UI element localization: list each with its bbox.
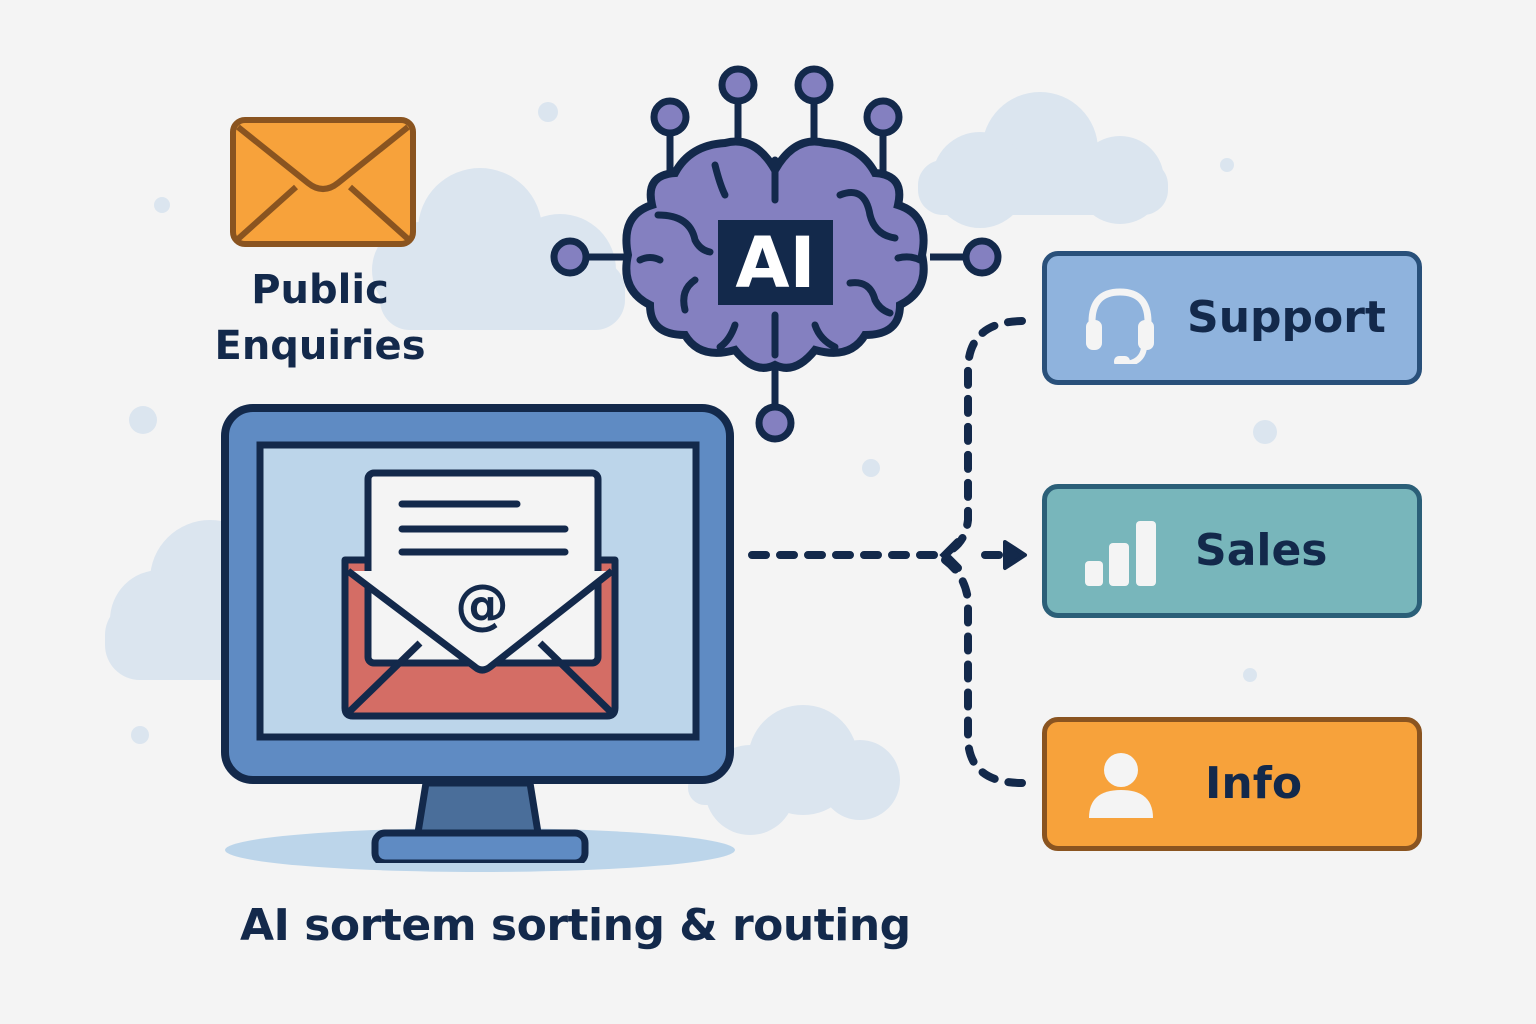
headset-icon (1086, 288, 1154, 364)
brain-icon[interactable]: AI (540, 55, 1020, 450)
dot-decor (154, 197, 170, 213)
dot-decor (131, 726, 149, 744)
source-label-line2: Enquiries (214, 323, 426, 369)
dot-decor (1243, 668, 1257, 682)
cloud-shape (918, 92, 1168, 228)
envelope-icon (230, 117, 416, 247)
dot-decor (538, 102, 558, 122)
open-email-icon: @ (341, 469, 619, 720)
monitor-icon: @ (221, 404, 734, 863)
dot-decor (129, 406, 157, 434)
dot-decor (1220, 158, 1234, 172)
destination-label: Info (1205, 758, 1303, 809)
dot-decor (862, 459, 880, 477)
at-symbol: @ (455, 573, 509, 636)
destination-label: Sales (1195, 525, 1328, 576)
destination-support[interactable]: Support (1042, 251, 1422, 385)
source-label: Public Enquiries (200, 262, 440, 374)
user-icon (1089, 753, 1153, 818)
destination-info[interactable]: Info (1042, 717, 1422, 851)
bar-chart-icon (1085, 521, 1156, 586)
ai-badge: AI (735, 222, 815, 304)
cloud-shape (688, 705, 900, 835)
source-label-line1: Public (251, 267, 389, 313)
caption-title: AI sortem sorting & routing (240, 900, 911, 951)
destination-sales[interactable]: Sales (1042, 484, 1422, 618)
destination-label: Support (1187, 292, 1386, 343)
dot-decor (1253, 420, 1277, 444)
